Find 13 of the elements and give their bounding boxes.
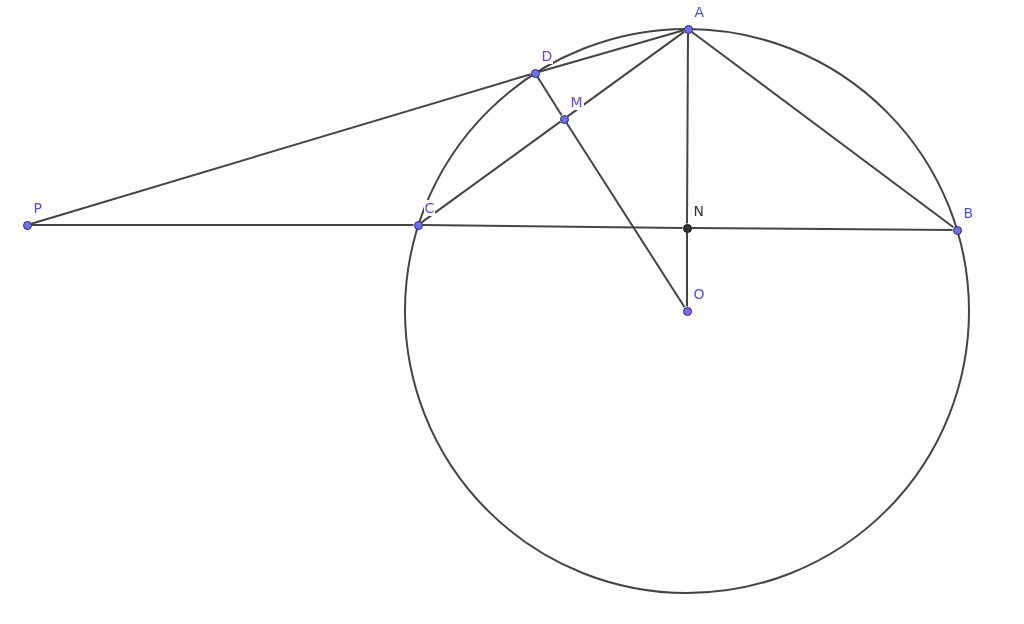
line-segment bbox=[565, 121, 686, 309]
line-segment bbox=[420, 120, 562, 224]
line-segment bbox=[686, 231, 688, 308]
line-segment bbox=[686, 32, 689, 225]
line-segment bbox=[690, 227, 954, 231]
point-label: C bbox=[423, 199, 436, 216]
line-segment bbox=[690, 30, 955, 229]
line-segment bbox=[536, 75, 563, 117]
line-segment bbox=[30, 73, 532, 225]
line-segment bbox=[566, 30, 686, 118]
line-segment bbox=[30, 224, 415, 226]
line-segment bbox=[538, 29, 685, 73]
line-segment bbox=[421, 224, 684, 229]
